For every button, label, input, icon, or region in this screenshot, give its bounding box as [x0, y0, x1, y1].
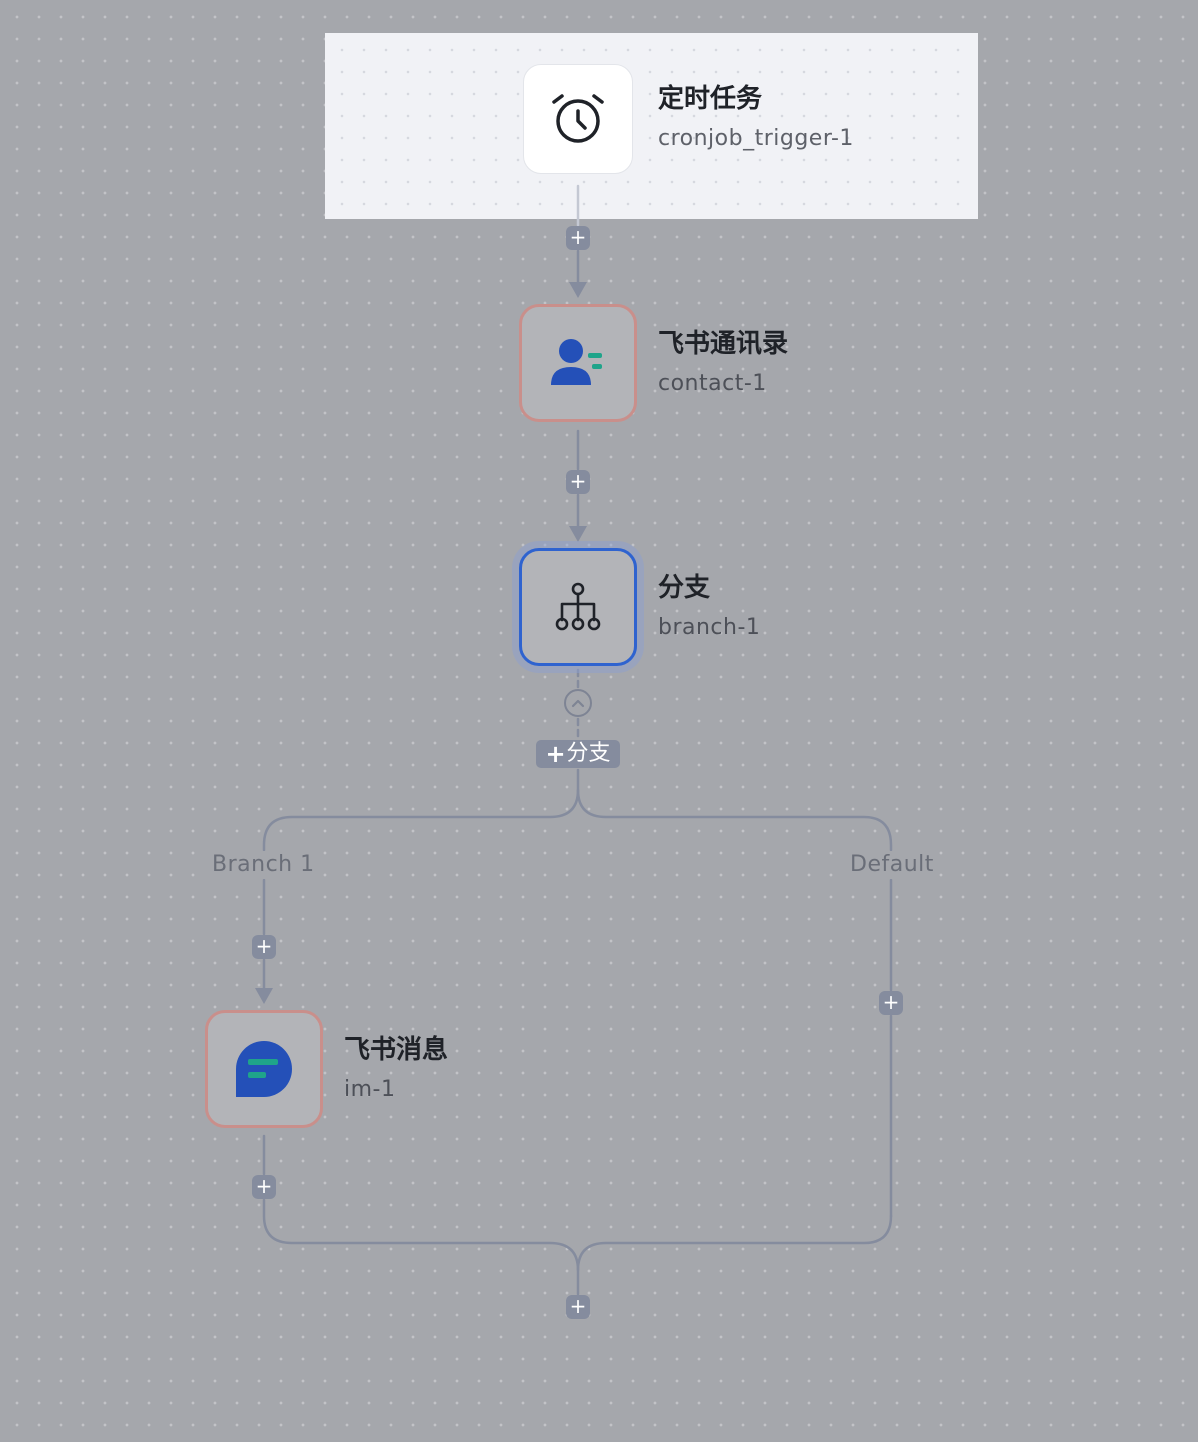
- branch-default-label[interactable]: Default: [848, 851, 936, 879]
- cron-trigger-title: 定时任务: [658, 84, 763, 114]
- cron-trigger-id: cronjob_trigger-1: [658, 126, 854, 151]
- contact-id: contact-1: [658, 371, 767, 396]
- branch-1-label[interactable]: Branch 1: [210, 851, 317, 879]
- arrow-to-im: [255, 988, 273, 1004]
- collapse-branch-button[interactable]: [564, 689, 592, 717]
- contact-title: 飞书通讯录: [658, 329, 789, 359]
- add-node-button-after-merge[interactable]: +: [566, 1295, 590, 1319]
- add-branch-button[interactable]: + 分支: [536, 740, 620, 768]
- message-bubble-icon: [236, 1041, 292, 1097]
- add-branch-plus: +: [545, 740, 566, 768]
- add-node-button-default[interactable]: +: [879, 991, 903, 1015]
- im-label: 飞书消息 im-1: [344, 1033, 448, 1105]
- wire-merge-left: [262, 1198, 580, 1296]
- wire-split-left: [262, 768, 580, 852]
- branch-id: branch-1: [658, 615, 761, 640]
- chevron-up-icon: [571, 699, 585, 708]
- contact-user-icon: [551, 339, 602, 385]
- arrow-to-contact: [569, 282, 587, 298]
- add-node-button-after-im[interactable]: +: [252, 1175, 276, 1199]
- add-node-button-branch-1[interactable]: +: [252, 935, 276, 959]
- branch-title: 分支: [658, 573, 711, 603]
- cron-trigger-label: 定时任务 cronjob_trigger-1: [658, 82, 854, 154]
- wire-split-right: [576, 788, 893, 852]
- alarm-clock-icon: [552, 94, 604, 143]
- im-node[interactable]: [205, 1010, 323, 1128]
- contact-label: 飞书通讯录 contact-1: [658, 327, 788, 399]
- branch-label: 分支 branch-1: [658, 571, 760, 643]
- add-node-button-1[interactable]: +: [566, 226, 590, 250]
- add-node-button-2[interactable]: +: [566, 470, 590, 494]
- arrow-to-branch: [569, 526, 587, 542]
- wire-merge-right: [576, 1214, 893, 1272]
- trigger-highlight-area: [325, 33, 978, 219]
- branch-node[interactable]: [519, 548, 637, 666]
- contact-node[interactable]: [519, 304, 637, 422]
- cron-trigger-node[interactable]: [523, 64, 633, 174]
- im-id: im-1: [344, 1077, 396, 1102]
- im-title: 飞书消息: [344, 1035, 449, 1065]
- branch-tree-icon: [555, 582, 601, 631]
- add-branch-label: 分支: [566, 741, 611, 766]
